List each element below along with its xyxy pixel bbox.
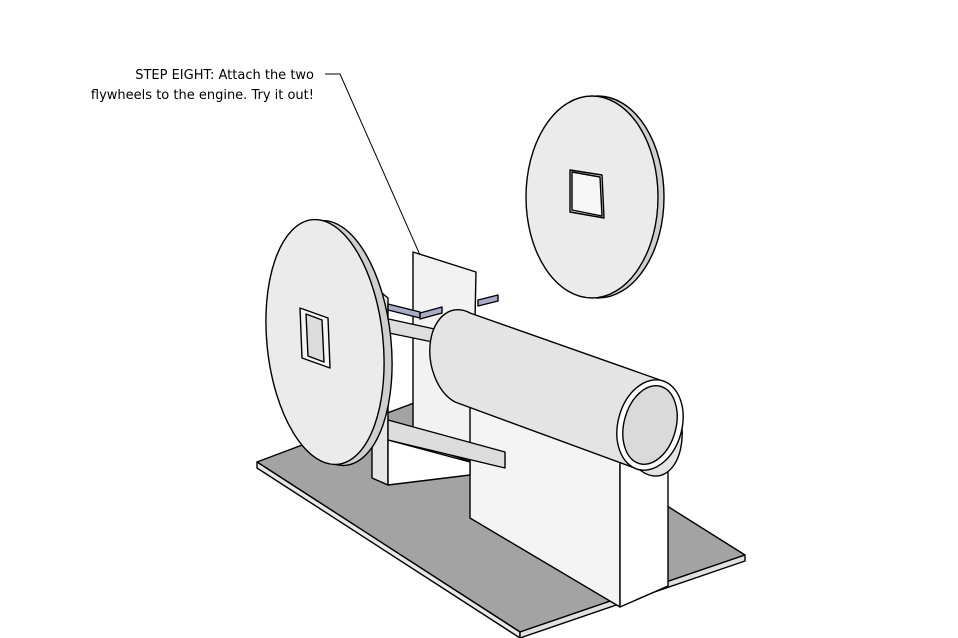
step-annotation: STEP EIGHT: Attach the two flywheels to …	[90, 68, 314, 103]
left-flywheel	[265, 218, 393, 467]
right-flywheel	[525, 95, 665, 299]
leader-line	[325, 73, 421, 256]
cylinder	[429, 309, 684, 477]
